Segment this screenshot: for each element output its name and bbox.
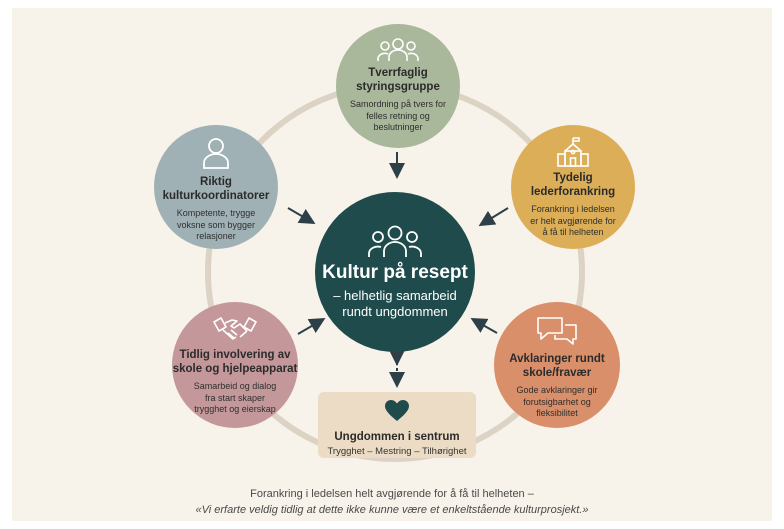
arrow-left	[287, 207, 316, 225]
people-group-icon	[368, 225, 422, 257]
school-building-icon	[557, 137, 589, 167]
box-description: Trygghet – Mestring – Tilhørighet	[327, 446, 467, 457]
handshake-icon	[213, 317, 257, 340]
box-ungdommen-i-sentrum: Ungdommen i sentrum Trygghet – Mestring …	[318, 392, 476, 458]
footer-quote: «Vi erfarte veldig tidlig at dette ikke …	[195, 504, 589, 516]
center-title: Kultur på resept	[322, 262, 468, 283]
heart-icon	[385, 400, 409, 421]
person-icon	[203, 138, 229, 169]
group-people-icon	[377, 38, 419, 61]
box-title: Ungdommen i sentrum	[334, 431, 460, 443]
speech-bubbles-icon	[537, 317, 577, 345]
arrow-bottom-left	[297, 317, 326, 335]
arrow-right	[478, 207, 509, 227]
arrow-bottom-right	[470, 318, 498, 334]
footer-line-1: Forankring i ledelsen helt avgjørende fo…	[250, 488, 534, 500]
